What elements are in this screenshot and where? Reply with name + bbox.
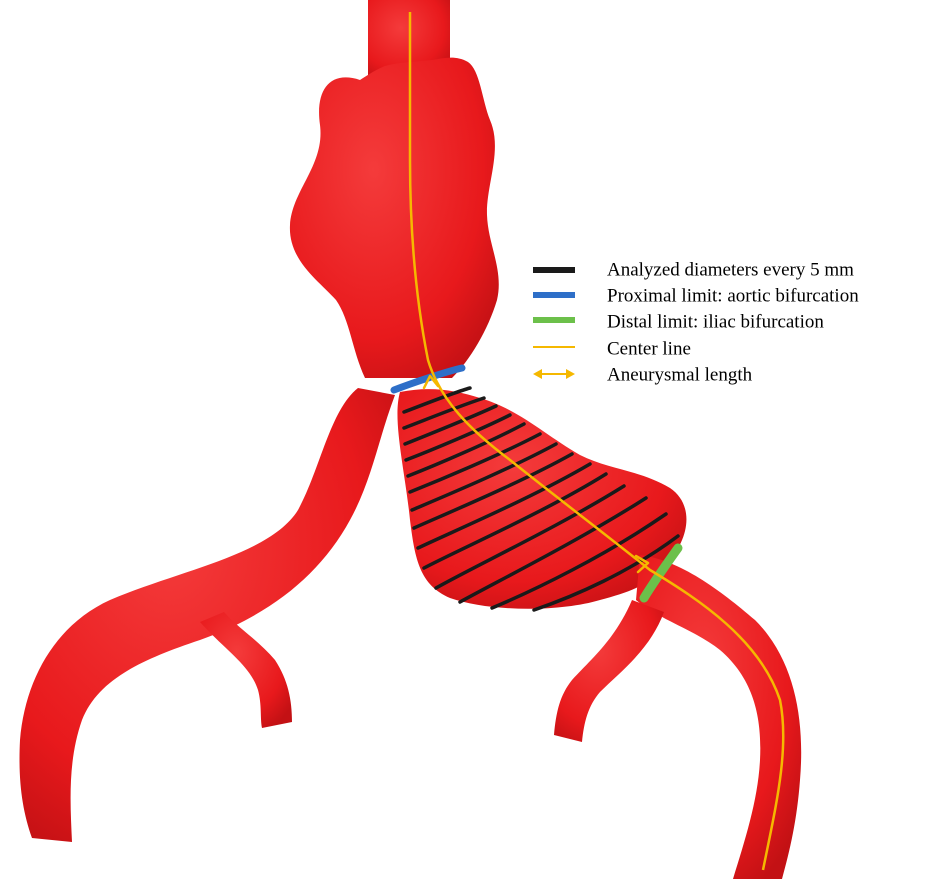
legend-label: Distal limit: iliac bifurcation — [607, 311, 824, 332]
legend-item-proximal: Proximal limit: aortic bifurcation — [533, 285, 859, 306]
legend-label: Proximal limit: aortic bifurcation — [607, 285, 859, 306]
aortic-aneurysm — [290, 58, 499, 378]
left-iliac-artery — [20, 388, 396, 842]
legend-item-centerline: Center line — [533, 338, 691, 359]
legend-label: Aneurysmal length — [607, 364, 753, 385]
legend-label: Center line — [607, 338, 691, 359]
legend-item-length: Aneurysmal length — [533, 364, 753, 385]
legend-label: Analyzed diameters every 5 mm — [607, 259, 854, 280]
legend-item-distal: Distal limit: iliac bifurcation — [533, 311, 824, 332]
legend: Analyzed diameters every 5 mm Proximal l… — [533, 259, 859, 385]
left-internal-iliac — [200, 612, 292, 728]
legend-swatch-double-arrow — [533, 369, 575, 379]
right-iliac-artery — [636, 555, 801, 879]
legend-item-diameters: Analyzed diameters every 5 mm — [533, 259, 854, 280]
right-internal-iliac — [554, 600, 664, 742]
